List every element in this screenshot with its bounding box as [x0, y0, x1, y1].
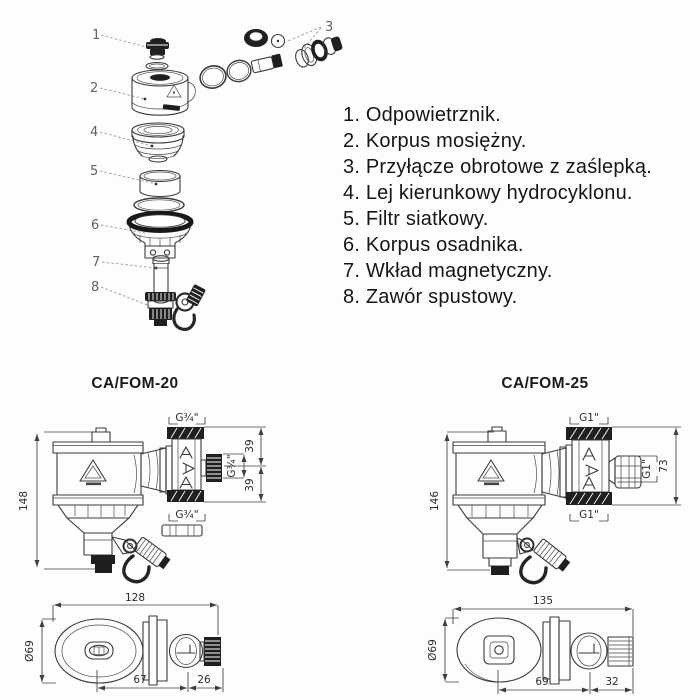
fom20-bottom-view: 128 Ø69 67 26	[24, 592, 224, 692]
dim-thread-bottom-label: G1"	[579, 509, 599, 521]
part-rotary-connection	[199, 29, 343, 89]
exploded-view-diagram: 1 2 3 4 5 6 7 8	[90, 20, 343, 331]
fom20-drawing: 148	[18, 412, 266, 692]
callout-8: 8	[91, 280, 99, 295]
callout-3: 3	[325, 20, 333, 35]
dim-diameter-label: Ø69	[427, 639, 439, 661]
dim-height-label: 148	[18, 491, 30, 511]
fom25-bottom-view: 135 Ø69 69 32	[427, 595, 634, 694]
dim-side-height-label: 73	[658, 459, 670, 472]
warning-triangle-logo	[166, 84, 182, 98]
callout-1: 1	[92, 28, 100, 43]
dim-thread-top-label: G¾"	[175, 412, 198, 424]
legend-item-5: 5. Filtr siatkowy.	[343, 208, 489, 230]
legend-item-7: 7. Wkład magnetyczny.	[343, 260, 553, 282]
fom20-title: CA/FOM-20	[91, 375, 179, 392]
callout-7: 7	[92, 255, 100, 270]
fom20-tee-pipe	[167, 427, 222, 502]
dim-width-total-label: 128	[125, 592, 145, 604]
dim-height-label: 146	[429, 491, 441, 511]
callout-2: 2	[90, 81, 98, 96]
legend-item-1: 1. Odpowietrznik.	[343, 104, 501, 126]
callout-4: 4	[90, 125, 98, 140]
fom25-drawing: 146	[427, 412, 681, 694]
dim-offset-top-label: 39	[244, 439, 256, 452]
exploded-callouts: 1 2 3 4 5 6 7 8	[90, 20, 333, 295]
legend-item-3: 3. Przyłącze obrotowe z zaślepką.	[343, 156, 652, 178]
legend-item-6: 6. Korpus osadnika.	[343, 234, 524, 256]
warning-triangle-logo	[79, 459, 107, 486]
part-hydrocyclone-funnel	[131, 122, 185, 163]
legend-item-8: 8. Zawór spustowy.	[343, 286, 518, 308]
callout-5: 5	[90, 164, 98, 179]
dim-offset-bottom-label: 39	[244, 478, 256, 491]
dim-width-total-label: 135	[533, 595, 553, 607]
dim-length-body-label: 69	[535, 676, 548, 688]
part-mesh-filter	[133, 169, 185, 213]
fom20-front-view: 148	[18, 412, 266, 584]
legend-item-2: 2. Korpus mosiężny.	[343, 130, 527, 152]
dim-diameter-label: Ø69	[24, 640, 36, 662]
dim-thread-top-label: G1"	[579, 412, 599, 424]
parts-legend: 1. Odpowietrznik. 2. Korpus mosiężny. 3.…	[343, 102, 652, 310]
fom25-front-view: 146	[429, 412, 681, 585]
legend-item-4: 4. Lej kierunkowy hydrocyklonu.	[343, 182, 633, 204]
part-brass-body	[131, 69, 196, 116]
warning-triangle-logo	[477, 459, 505, 486]
dim-thread-bottom-label: G¾"	[175, 509, 198, 521]
dim-thread-side-label: G1"	[641, 459, 653, 479]
part-sediment-bowl	[126, 211, 194, 259]
fom20-drain-handle	[111, 536, 171, 584]
fom25-tee-pipe	[566, 427, 642, 505]
fom25-title: CA/FOM-25	[501, 375, 589, 392]
callout-6: 6	[91, 218, 99, 233]
part-drain-valve	[145, 284, 206, 331]
dim-length-conn-label: 26	[197, 674, 211, 686]
fom25-drain-handle	[516, 537, 571, 585]
dim-length-conn-label: 32	[605, 676, 618, 688]
part-air-vent	[145, 38, 169, 71]
dim-length-body-label: 67	[133, 674, 146, 686]
